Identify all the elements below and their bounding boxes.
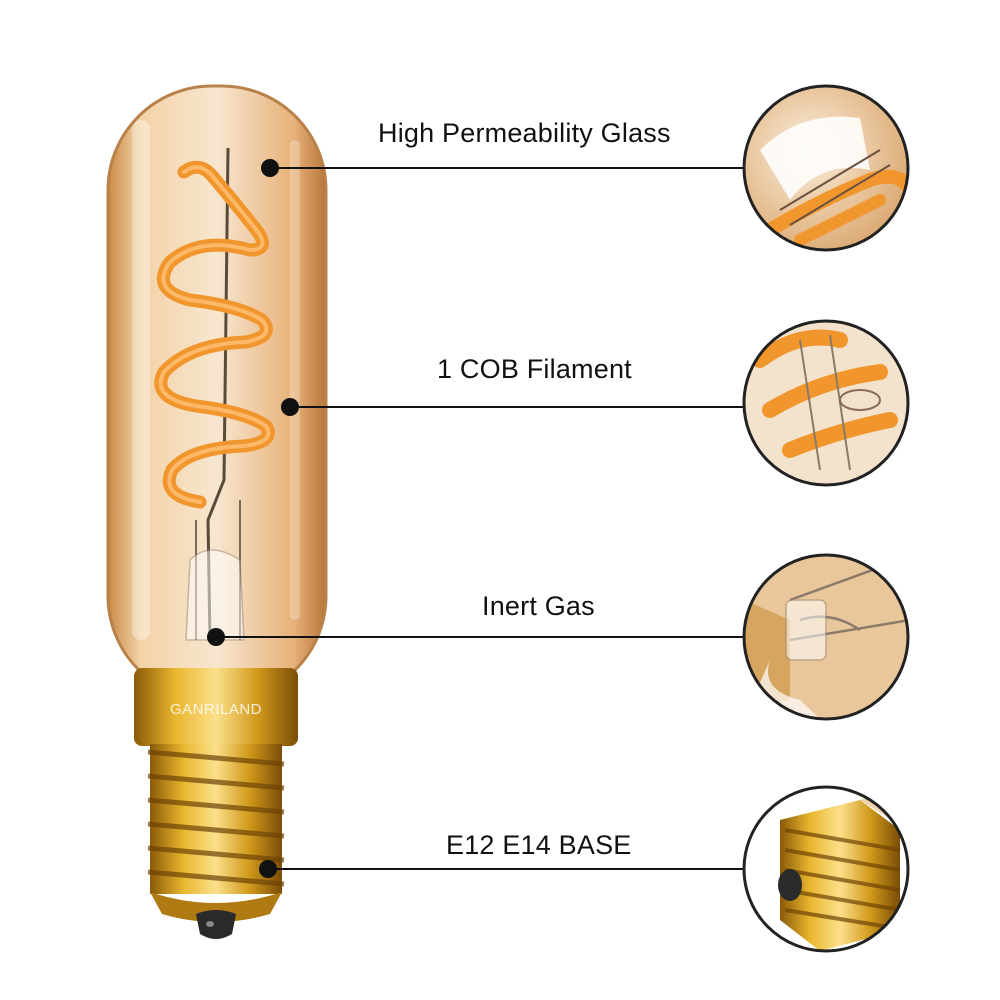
stem-detail-photo <box>742 553 910 721</box>
feature-label-filament: 1 COB Filament <box>437 354 632 384</box>
base-collar <box>134 668 298 746</box>
callout-dot-filament <box>281 398 299 416</box>
tip-shine <box>206 921 214 927</box>
glass-highlight <box>132 120 150 640</box>
bulb-illustration <box>106 84 328 939</box>
callout-dot-base <box>259 860 277 878</box>
glass-stem <box>185 549 245 641</box>
callout-lines <box>207 159 744 878</box>
filament-detail-photo <box>742 319 910 487</box>
base-detail-photo <box>742 785 910 953</box>
callout-dot-glass <box>261 159 279 177</box>
glass-highlight-right <box>290 140 300 620</box>
feature-label-base: E12 E14 BASE <box>446 830 632 860</box>
glass-detail-photo <box>742 84 910 252</box>
contact-tip <box>196 910 236 939</box>
filament-highlight <box>158 165 271 504</box>
brand-text: GANRILAND <box>170 701 262 718</box>
feature-label-gas: Inert Gas <box>482 591 595 621</box>
callout-dot-gas <box>207 628 225 646</box>
threaded-base <box>147 744 285 922</box>
feature-label-glass: High Permeability Glass <box>378 118 671 148</box>
